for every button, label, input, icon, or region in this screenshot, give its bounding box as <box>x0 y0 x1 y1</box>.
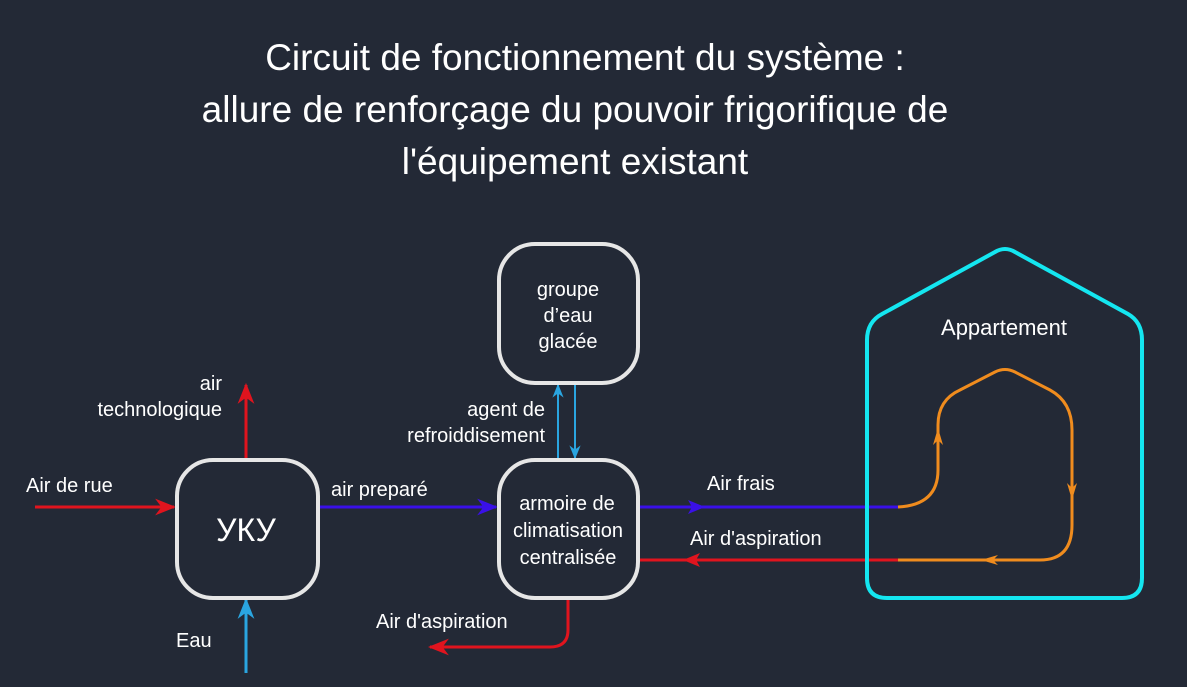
ahu-label-3: centralisée <box>520 547 617 569</box>
prepared-air-label: air preparé <box>331 479 428 501</box>
coolant-label-1: agent de <box>467 399 545 421</box>
uky-box <box>175 458 320 600</box>
return-air-arrowhead <box>683 553 700 567</box>
chiller-label-1: groupe <box>537 279 599 301</box>
fresh-air-arrowhead <box>688 500 705 514</box>
tech-air-label-1: air <box>200 373 223 395</box>
title-line-2: allure de renforçage du pouvoir frigorif… <box>201 89 949 130</box>
fresh-air-label: Air frais <box>707 473 775 495</box>
coolant-label-2: refroiddisement <box>407 425 545 447</box>
ahu-box <box>497 458 640 600</box>
title-line-1: Circuit de fonctionnement du système : <box>265 37 905 78</box>
loop-arrow-down <box>1067 483 1077 500</box>
chiller-box <box>497 242 640 385</box>
exhaust-air-arrow <box>427 598 570 656</box>
uky-label: УКУ <box>216 512 276 548</box>
return-air-label: Air d'aspiration <box>690 528 822 550</box>
tech-air-label-2: technologique <box>97 399 222 421</box>
street-air-label: Air de rue <box>26 475 113 497</box>
diagram-title: Circuit de fonctionnement du système : a… <box>0 32 1150 188</box>
apartment-air-loop <box>897 368 1074 562</box>
apartment-label: Appartement <box>941 315 1067 340</box>
loop-arrow-up <box>933 428 943 445</box>
loop-arrow-left <box>981 555 998 565</box>
water-label: Eau <box>176 630 212 652</box>
exhaust-air-label: Air d'aspiration <box>376 611 508 633</box>
apartment-house-outline <box>865 247 1144 600</box>
chiller-label-3: glacée <box>539 331 598 353</box>
chiller-label-2: d’eau <box>544 305 593 327</box>
ahu-label-2: climatisation <box>513 520 623 542</box>
ahu-label-1: armoire de <box>519 493 615 515</box>
title-line-3: l'équipement existant <box>401 141 749 182</box>
